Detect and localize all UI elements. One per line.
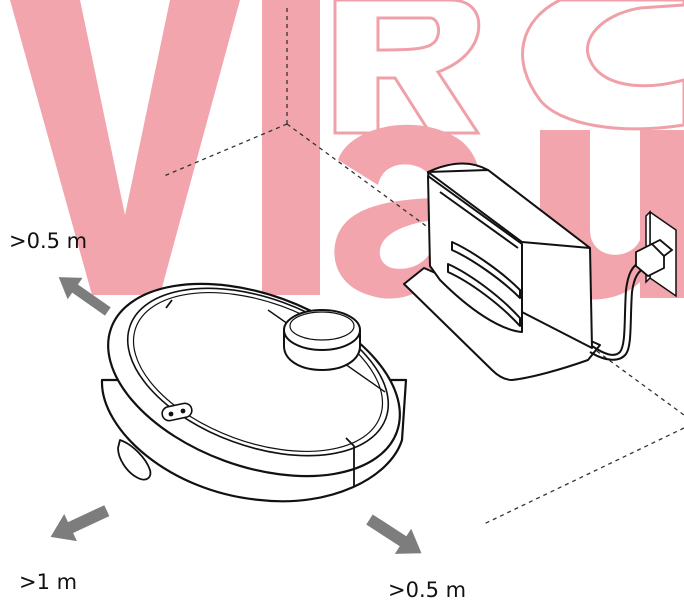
robot-control-buttons — [161, 402, 193, 422]
right-clearance-arrow — [366, 514, 422, 554]
front-clearance-label: >1 m — [19, 570, 78, 594]
room-corner-dashed-lines — [163, 8, 684, 525]
left-clearance-arrow — [58, 277, 111, 316]
charging-dock — [403, 162, 601, 381]
lidar-turret — [283, 309, 361, 372]
clearance-arrows — [50, 277, 422, 554]
watermark-letter-counter — [379, 220, 434, 269]
power-plug — [635, 238, 674, 278]
left-clearance-label: >0.5 m — [9, 229, 88, 253]
front-clearance-arrow — [50, 505, 110, 542]
right-clearance-label: >0.5 m — [388, 578, 467, 602]
power-cord — [589, 261, 647, 361]
watermark-outline-letters — [333, 0, 684, 135]
